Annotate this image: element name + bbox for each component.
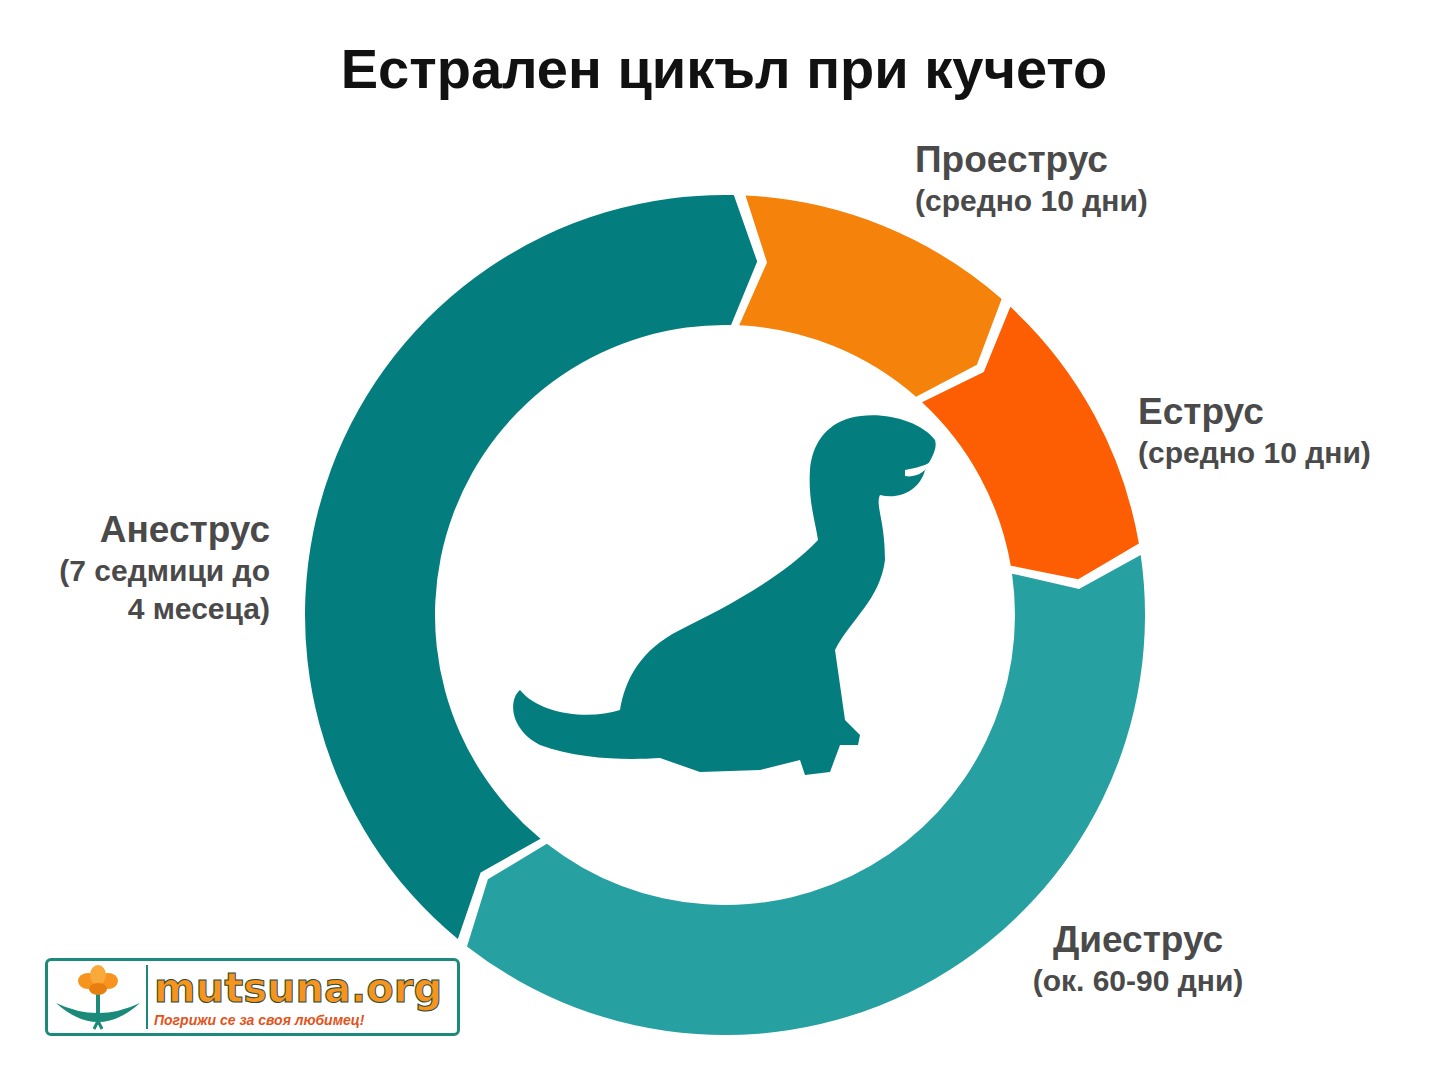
logo-icon bbox=[50, 963, 146, 1033]
phase-segment bbox=[739, 196, 1001, 397]
phase-name: Еструс bbox=[1138, 390, 1371, 434]
phase-name: Анеструс bbox=[46, 508, 270, 552]
phase-segment bbox=[305, 195, 757, 939]
logo-divider bbox=[146, 965, 148, 1029]
dog-silhouette bbox=[513, 415, 936, 775]
logo-name: mutsuna.org bbox=[154, 965, 457, 1011]
phase-duration: (ок. 60-90 дни) bbox=[998, 962, 1278, 1000]
phase-duration: (средно 10 дни) bbox=[915, 182, 1148, 220]
logo-box: mutsuna.orgПогрижи се за своя любимец! bbox=[45, 958, 460, 1036]
phase-name: Проеструс bbox=[915, 138, 1148, 182]
phase-duration: (7 седмици до 4 месеца) bbox=[46, 552, 270, 628]
phase-name: Диеструс bbox=[998, 918, 1278, 962]
phase-label: Еструс(средно 10 дни) bbox=[1138, 390, 1371, 472]
phase-label: Анеструс(7 седмици до 4 месеца) bbox=[46, 508, 270, 628]
logo-tagline: Погрижи се за своя любимец! bbox=[154, 1011, 457, 1029]
phase-segment bbox=[922, 307, 1139, 579]
phase-label: Проеструс(средно 10 дни) bbox=[915, 138, 1148, 220]
diagram-title: Естрален цикъл при кучето bbox=[0, 36, 1448, 101]
dog-mouth bbox=[905, 462, 930, 476]
phase-label: Диеструс(ок. 60-90 дни) bbox=[998, 918, 1278, 1000]
phase-duration: (средно 10 дни) bbox=[1138, 434, 1371, 472]
